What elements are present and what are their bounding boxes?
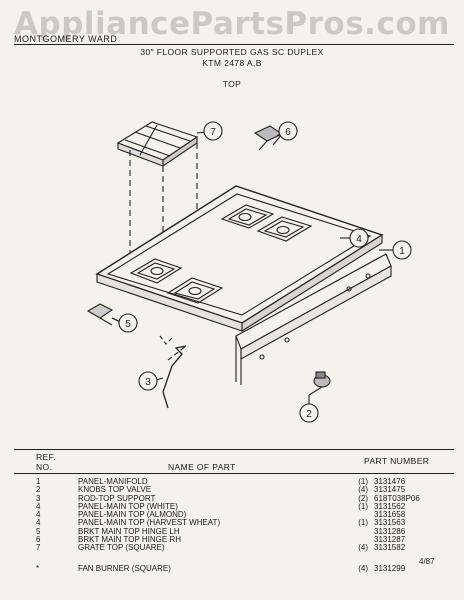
part-name: ROD-TOP SUPPORT [78, 493, 156, 503]
table-row: 4 PANEL-MAIN TOP (HARVEST WHEAT) (1) 313… [36, 518, 434, 528]
callout-7: 7 [203, 121, 223, 141]
ref-no-header: REF. NO. [36, 452, 57, 472]
ref-cell: 1 [36, 477, 41, 486]
svg-text:2: 2 [306, 409, 312, 420]
table-row: 4 PANEL-MAIN TOP (WHITE) (1) 3131562 [36, 501, 434, 511]
revision-date: 4/87 [419, 557, 435, 566]
svg-text:7: 7 [210, 127, 216, 138]
callout-2: 2 [299, 403, 319, 423]
parts-table: 1 PANEL-MANIFOLD (1) 3131476 2 KNOBS TOP… [36, 477, 434, 553]
table-row: 3 ROD-TOP SUPPORT (2) 618T038P06 [36, 493, 434, 503]
callout-6: 6 [278, 121, 298, 141]
part-number-cell: 3131582 [374, 543, 406, 553]
part-number-cell: 3131563 [374, 518, 406, 528]
page-title: 30" FLOOR SUPPORTED GAS SC DUPLEX [140, 47, 324, 57]
qty-cell: (4) [358, 543, 368, 553]
part-number-cell: 3131476 [374, 477, 406, 486]
part-number-cell: 3131287 [374, 535, 406, 545]
qty-cell: (1) [358, 501, 368, 511]
manifold-panel-drawing [235, 253, 392, 385]
support-rod-drawing [159, 335, 187, 409]
part-name: PANEL-MAIN TOP (HARVEST WHEAT) [78, 518, 221, 528]
part-name: BRKT MAIN TOP HINGE LH [78, 526, 180, 536]
part-number-header: PART NUMBER [364, 456, 430, 466]
callout-5: 5 [118, 313, 138, 333]
svg-text:6: 6 [285, 127, 291, 138]
table-row: 5 BRKT MAIN TOP HINGE LH 3131286 [36, 526, 434, 536]
callout-1: 1 [392, 240, 412, 260]
table-header-rule [14, 473, 454, 474]
ref-cell: 2 [36, 485, 41, 495]
part-number-cell: 3131299 [374, 564, 406, 573]
qty-cell: (1) [358, 518, 368, 528]
section-title: TOP [222, 79, 242, 89]
part-number-cell: 3131286 [374, 526, 406, 536]
svg-text:1: 1 [399, 246, 405, 257]
knob-drawing [308, 371, 331, 396]
hinge-rh-drawing [253, 125, 284, 151]
qty-cell [328, 528, 374, 536]
svg-text:3: 3 [145, 377, 151, 388]
ref-cell: 5 [36, 526, 41, 536]
part-name: PANEL-MAIN TOP (ALMOND) [78, 510, 187, 520]
part-number-cell: 618T038P06 [374, 493, 420, 503]
table-top-rule [14, 449, 454, 450]
qty-cell: (4) [358, 485, 368, 495]
grate-drawing [116, 121, 199, 168]
ref-cell: 4 [36, 518, 41, 528]
table-row: 7 GRATE TOP (SQUARE) (4) 3131582 [36, 543, 434, 553]
part-name: PANEL-MAIN TOP (WHITE) [78, 501, 178, 511]
model-number: KTM 2478 A,B [202, 58, 262, 68]
extra-parts-table: * FAN BURNER (SQUARE) (4) 3131299 [36, 564, 434, 573]
part-name: FAN BURNER (SQUARE) [78, 564, 171, 573]
part-number-cell: 3131562 [374, 501, 406, 511]
name-of-part-header: NAME OF PART [168, 462, 236, 472]
part-name: GRATE TOP (SQUARE) [78, 543, 165, 553]
part-name: BRKT MAIN TOP HINGE RH [78, 535, 181, 545]
svg-text:5: 5 [125, 319, 131, 330]
callout-3: 3 [138, 371, 158, 391]
hinge-lh-drawing [86, 303, 121, 326]
watermark: AppliancePartsPros.com [14, 6, 450, 42]
svg-text:4: 4 [356, 234, 362, 245]
qty-cell: (1) [358, 477, 368, 486]
qty-cell: (4) [358, 564, 368, 573]
header-rule [14, 44, 454, 45]
qty-cell: (2) [358, 493, 368, 503]
table-row: 4 PANEL-MAIN TOP (ALMOND) 3131658 [36, 510, 434, 520]
table-row: 6 BRKT MAIN TOP HINGE RH 3131287 [36, 535, 434, 545]
table-row: 1 PANEL-MANIFOLD (1) 3131476 [36, 477, 434, 486]
ref-cell: 7 [36, 543, 41, 553]
exploded-diagram: 7 6 4 1 5 3 2 [86, 121, 412, 423]
table-row: 2 KNOBS TOP VALVE (4) 3131475 [36, 485, 434, 495]
part-name: KNOBS TOP VALVE [78, 485, 152, 495]
ref-cell: * [36, 564, 40, 573]
ref-cell: 6 [36, 535, 41, 545]
main-top-panel-drawing [95, 185, 384, 332]
ref-cell: 4 [36, 510, 41, 520]
table-row: * FAN BURNER (SQUARE) (4) 3131299 [36, 564, 434, 573]
ref-cell: 3 [36, 493, 41, 503]
ref-cell: 4 [36, 501, 41, 511]
part-name: PANEL-MANIFOLD [78, 477, 148, 486]
part-number-cell: 3131475 [374, 485, 406, 495]
brand-header: MONTGOMERY WARD [14, 34, 118, 44]
part-number-cell: 3131658 [374, 510, 406, 520]
callout-4: 4 [349, 228, 369, 248]
